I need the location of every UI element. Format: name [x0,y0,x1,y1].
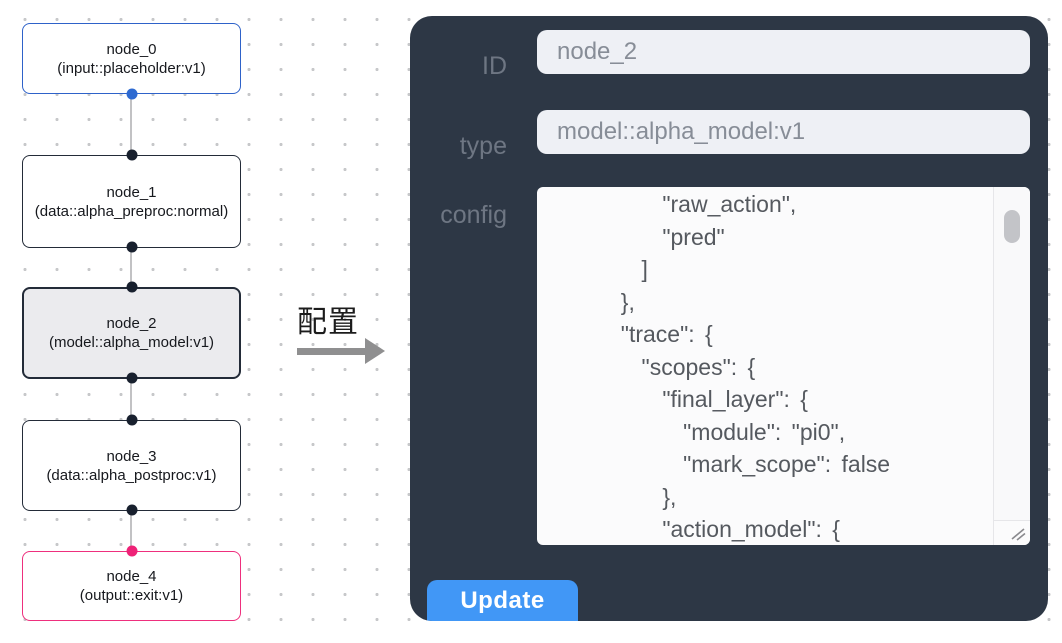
annotation-label: 配置 [297,306,359,339]
config-editor[interactable]: "raw_action", "pred" ] }, "trace": { "sc… [537,187,1030,545]
connection-handle-node3-bottom[interactable] [126,504,137,516]
node-title: node_1 [106,183,157,201]
config-field-label: config [440,201,507,229]
scrollbar-thumb[interactable] [1004,210,1020,243]
connection-handle-node0-bottom[interactable] [126,88,137,100]
connection-handle-node2-bottom[interactable] [126,372,137,384]
flow-node-node_3[interactable]: node_3 (data::alpha_postproc:v1) [22,420,241,511]
node-subtitle: (data::alpha_preproc:normal) [34,202,229,220]
node-subtitle: (data::alpha_postproc:v1) [46,466,217,484]
flow-node-node_2[interactable]: node_2 (model::alpha_model:v1) [22,287,241,379]
flow-node-node_0[interactable]: node_0 (input::placeholder:v1) [22,23,241,94]
node-subtitle: (input::placeholder:v1) [57,59,206,77]
connection-handle-node1-top[interactable] [126,149,137,161]
connection-handle-node1-bottom[interactable] [126,241,137,253]
node-title: node_0 [106,40,157,58]
arrow-right-icon [297,338,386,364]
scrollbar-track[interactable] [993,187,1030,520]
config-panel: ID type config "raw_action", "pred" ] },… [410,16,1048,621]
resize-handle-icon[interactable] [1009,524,1027,542]
connection-handle-node4-top[interactable] [126,545,137,557]
type-input[interactable] [537,110,1030,154]
edge-node0-node1 [130,94,132,156]
node-title: node_3 [106,447,157,465]
node-title: node_4 [106,568,157,585]
update-button[interactable]: Update [427,580,578,621]
type-field-label: type [459,132,507,160]
node-subtitle: (output::exit:v1) [79,587,184,604]
config-json-text[interactable]: "raw_action", "pred" ] }, "trace": { "sc… [620,191,891,542]
node-title: node_2 [106,315,157,332]
id-input[interactable] [537,30,1030,74]
connection-handle-node3-top[interactable] [126,414,137,426]
node-subtitle: (model::alpha_model:v1) [48,334,215,351]
edge-node2-node3 [130,378,132,421]
edge-node1-node2 [130,247,132,288]
edge-node3-node4 [130,510,132,552]
id-field-label: ID [482,52,507,80]
scroll-corner [993,520,1030,545]
connection-handle-node2-top[interactable] [126,281,137,293]
flow-node-node_1[interactable]: node_1 (data::alpha_preproc:normal) [22,155,241,248]
flow-node-node_4[interactable]: node_4 (output::exit:v1) [22,551,241,621]
